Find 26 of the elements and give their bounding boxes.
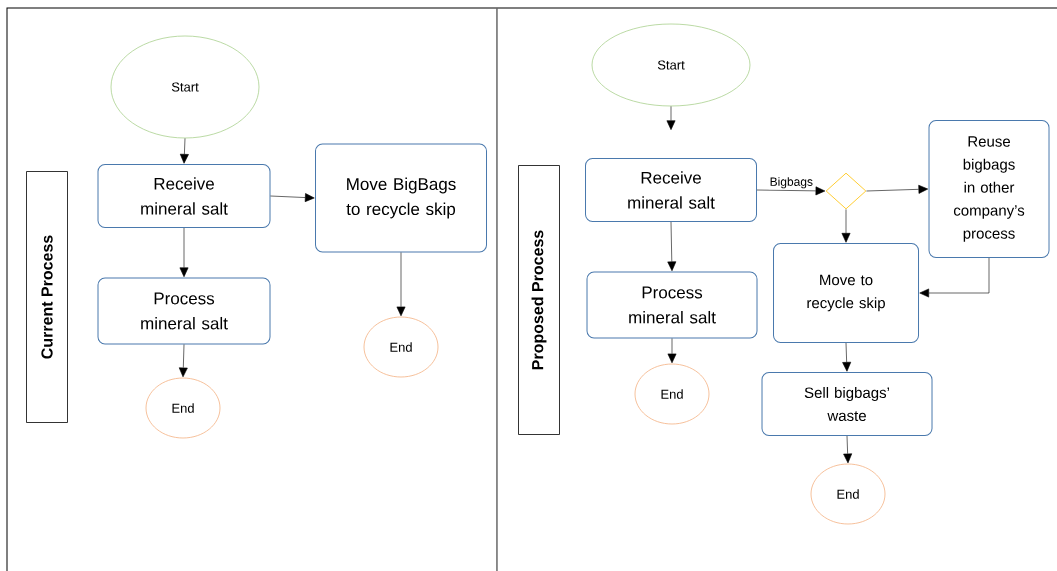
arrow [919, 257, 990, 298]
arrow [178, 344, 188, 378]
process-box: Receive mineral salt [97, 164, 271, 228]
arrow [841, 209, 851, 243]
process-box: Sell bigbags’ waste [761, 372, 933, 436]
arrow [842, 342, 852, 372]
arrow [667, 221, 677, 272]
process-box: Move to recycle skip [773, 243, 919, 343]
edge-label: Bigbags [768, 176, 814, 190]
arrow [180, 138, 189, 164]
process-box: Process mineral salt [97, 277, 271, 345]
process-box: Reuse bigbags in other company’s process [928, 120, 1050, 258]
arrow [843, 435, 853, 464]
arrow [666, 106, 676, 130]
decision-diamond [825, 172, 867, 210]
arrow [396, 252, 406, 317]
arrow [179, 227, 189, 278]
process-box: Move BigBags to recycle skip [315, 143, 487, 253]
arrow [270, 193, 315, 202]
arrow [756, 186, 826, 196]
process-box: Receive mineral salt [585, 158, 757, 222]
section-label-box: Current Process [26, 171, 68, 423]
arrow [667, 338, 677, 364]
section-label-box: Proposed Process [518, 165, 560, 435]
arrow [866, 184, 929, 194]
process-box: Process mineral salt [586, 271, 758, 339]
